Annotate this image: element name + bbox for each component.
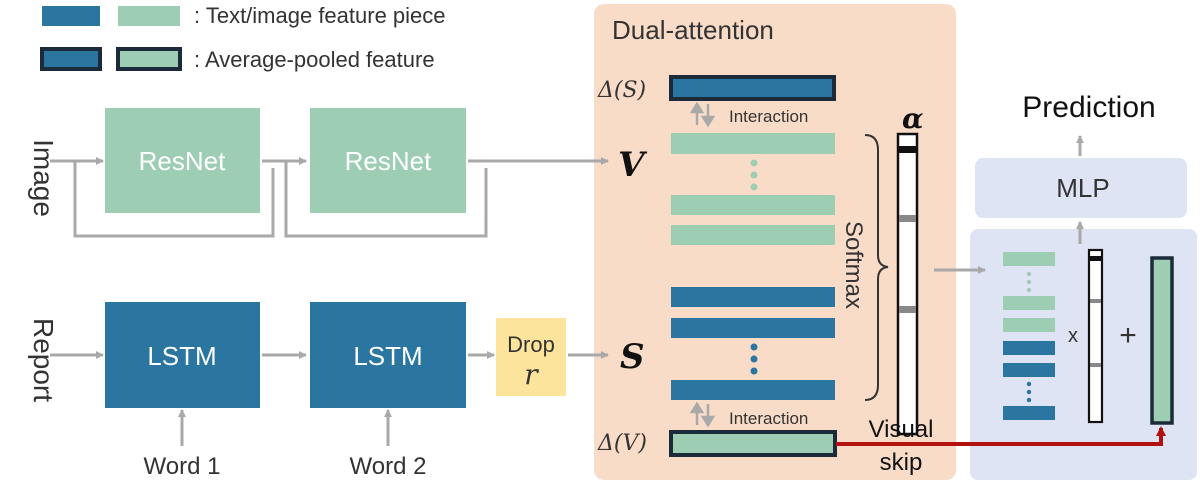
pooled-text-feature <box>669 75 836 101</box>
interaction-top-label: Interaction <box>729 107 808 126</box>
fusion-weight-vector <box>1087 248 1104 424</box>
fusion-green-piece <box>1003 296 1055 310</box>
interaction-bottom: Interaction <box>689 401 808 428</box>
lstm-block-2-label: LSTM <box>353 341 422 371</box>
image-ellipsis-dot <box>750 171 758 179</box>
attention-weights-vector <box>896 132 919 436</box>
softmax-label: Softmax <box>840 221 867 309</box>
fusion-weight-mark <box>1090 363 1101 367</box>
fusion-feature-stack <box>1003 252 1055 420</box>
legend-blue-pooled <box>40 47 102 71</box>
image-feature-pieces <box>671 133 835 245</box>
report-arrows <box>50 351 609 446</box>
visual-skip-label-line1: Visual <box>869 416 934 443</box>
resnet-block-1: ResNet <box>105 108 260 213</box>
legend-blue-piece <box>42 6 100 26</box>
prediction-title: Prediction <box>1022 91 1155 124</box>
text-piece-1 <box>671 287 835 307</box>
text-ellipsis-dot <box>750 367 758 375</box>
fusion-blue-dot <box>1026 389 1032 395</box>
image-piece-1 <box>671 133 835 154</box>
dropout-block: Drop r <box>496 318 566 396</box>
visual-skip-label-line2: skip <box>880 449 923 476</box>
legend-green-pooled <box>116 47 182 71</box>
fusion-blue-piece <box>1003 406 1055 420</box>
mlp-label: MLP <box>1056 173 1109 203</box>
text-feature-pieces <box>671 287 835 400</box>
image-skip-connections <box>73 161 488 238</box>
interaction-top-arrows-icon <box>689 101 716 128</box>
text-ellipsis-dot <box>750 343 758 351</box>
multiply-sign: x <box>1068 325 1078 347</box>
pooled-image-feature <box>669 430 837 457</box>
plus-sign: + <box>1119 319 1137 352</box>
image-ellipsis-dot <box>750 183 758 191</box>
legend-piece-label: : Text/image feature piece <box>194 3 446 28</box>
legend-pooled-label: : Average-pooled feature <box>194 47 435 72</box>
weight-mark <box>899 146 916 153</box>
lstm-block-2: LSTM <box>310 302 466 408</box>
resnet-block-2-label: ResNet <box>345 146 432 176</box>
legend-green-piece <box>118 6 180 26</box>
report-side-label: Report <box>28 318 59 402</box>
interaction-top: Interaction <box>689 101 808 128</box>
softmax-bracket: Softmax <box>840 134 889 401</box>
visual-skip-arrow <box>836 426 1166 446</box>
fusion-green-piece <box>1003 318 1055 332</box>
image-side-label: Image <box>28 139 59 217</box>
lstm-block-1: LSTM <box>105 302 260 408</box>
text-piece-2 <box>671 318 835 338</box>
text-piece-3 <box>671 380 835 400</box>
resnet-block-1-label: ResNet <box>139 146 226 176</box>
alpha-symbol: α <box>902 102 924 135</box>
dropout-label: Drop <box>507 332 555 357</box>
dual-attention-title: Dual-attention <box>612 15 774 45</box>
word-1-label: Word 1 <box>144 453 221 480</box>
mlp-panel <box>975 158 1187 218</box>
dropout-var: r <box>524 358 539 391</box>
delta-v-label: Δ(V) <box>597 431 647 456</box>
v-symbol: V <box>618 145 648 185</box>
legend: : Text/image feature piece : Average-poo… <box>40 3 446 72</box>
text-ellipsis-dot <box>750 355 758 363</box>
image-ellipsis-dot <box>750 159 758 167</box>
fusion-blue-piece <box>1003 363 1055 377</box>
lstm-block-1-label: LSTM <box>147 341 216 371</box>
image-piece-3 <box>671 225 835 245</box>
fusion-green-piece <box>1003 252 1055 266</box>
fusion-weight-mark <box>1090 299 1101 303</box>
fusion-green-dot <box>1026 279 1032 285</box>
s-symbol: S <box>620 337 645 377</box>
image-piece-2 <box>671 195 835 215</box>
weight-mark <box>899 306 916 313</box>
interaction-bottom-label: Interaction <box>729 409 808 428</box>
fusion-weight-mark <box>1090 256 1101 261</box>
fusion-blue-piece <box>1003 341 1055 355</box>
delta-s-label: Δ(S) <box>597 78 646 103</box>
visual-skip: Visual skip <box>836 416 1166 476</box>
word-2-label: Word 2 <box>350 453 427 480</box>
resnet-block-2: ResNet <box>310 108 466 213</box>
fusion-green-dot <box>1026 287 1032 293</box>
weight-mark <box>899 215 916 222</box>
fusion-blue-dot <box>1026 381 1032 387</box>
fusion-pooled-image-feature <box>1150 256 1174 425</box>
fusion-green-dot <box>1026 271 1032 277</box>
fusion-blue-dot <box>1026 397 1032 403</box>
interaction-bottom-arrows-icon <box>689 401 716 428</box>
